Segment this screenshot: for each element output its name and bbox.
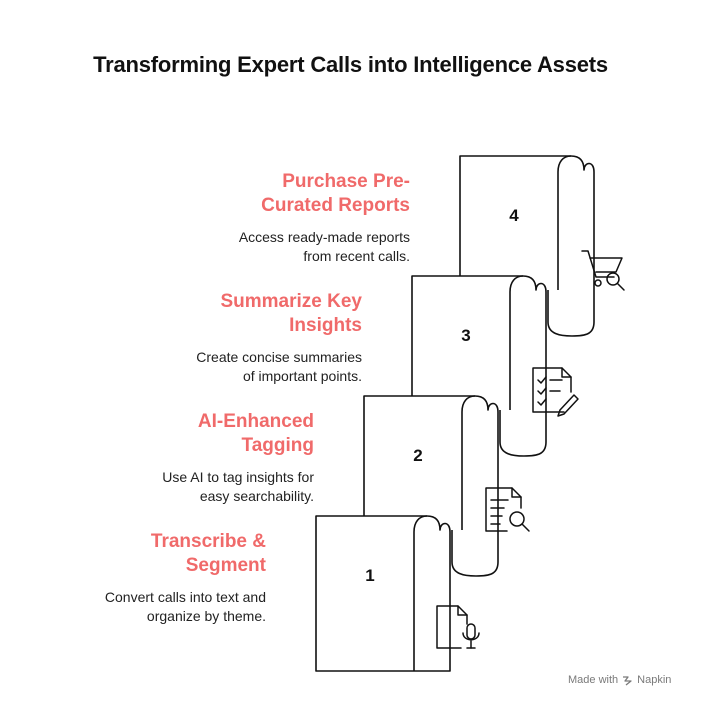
scroll-1-curl [413,515,428,671]
scroll-4 [459,155,595,337]
step-3-title-line1: Summarize Key [220,291,362,312]
step-2-desc-line1: Use AI to tag insights for [162,469,314,485]
scroll-4-curl [557,155,572,290]
step-1-description: Convert calls into text and organize by … [6,588,266,626]
document-microphone-icon [436,605,480,649]
step-1-desc-line2: organize by theme. [146,608,266,624]
scroll-3 [411,275,547,457]
document-search-icon [485,487,530,532]
napkin-attribution[interactable]: Made with Napkin [568,674,671,686]
step-1-title-line1: Transcribe & [150,531,266,552]
scroll-1 [315,515,451,672]
step-1-title-line2: Segment [185,555,266,576]
scroll-3-curl [509,275,524,410]
step-2-title: AI-Enhanced Tagging [74,410,314,458]
step-4-number: 4 [509,206,519,225]
step-2-description: Use AI to tag insights for easy searchab… [54,468,314,506]
step-4-description: Access ready-made reports from recent ca… [150,228,410,266]
step-4-title-line1: Purchase Pre- [282,171,410,192]
napkin-logo-icon [623,675,632,686]
step-1-desc-line1: Convert calls into text and [104,589,266,605]
step-4-title-line2: Curated Reports [261,195,410,216]
step-2-desc-line2: easy searchability. [199,488,314,504]
scroll-2-curl [461,395,476,530]
step-3-desc-line2: of important points. [242,368,362,384]
made-with-label: Made with [568,674,619,686]
step-2-title-line2: Tagging [241,435,314,456]
step-3-number: 3 [461,326,471,345]
step-1-number: 1 [365,566,375,585]
step-3-title-line2: Insights [289,315,362,336]
step-3-title: Summarize Key Insights [122,290,362,338]
step-2-title-line1: AI-Enhanced [197,411,314,432]
napkin-brand: Napkin [637,674,672,686]
page-title: Transforming Expert Calls into Intellige… [93,52,608,77]
step-3-desc-line1: Create concise summaries [196,349,362,365]
step-3-description: Create concise summaries of important po… [102,348,362,386]
step-2-number: 2 [413,446,423,465]
checklist-pencil-icon [532,367,579,417]
step-4-desc-line1: Access ready-made reports [238,229,410,245]
step-4-desc-line2: from recent calls. [303,248,410,264]
scroll-2 [363,395,499,577]
step-4-title: Purchase Pre- Curated Reports [170,170,410,218]
cart-search-icon [581,250,625,291]
step-1-title: Transcribe & Segment [26,530,266,578]
